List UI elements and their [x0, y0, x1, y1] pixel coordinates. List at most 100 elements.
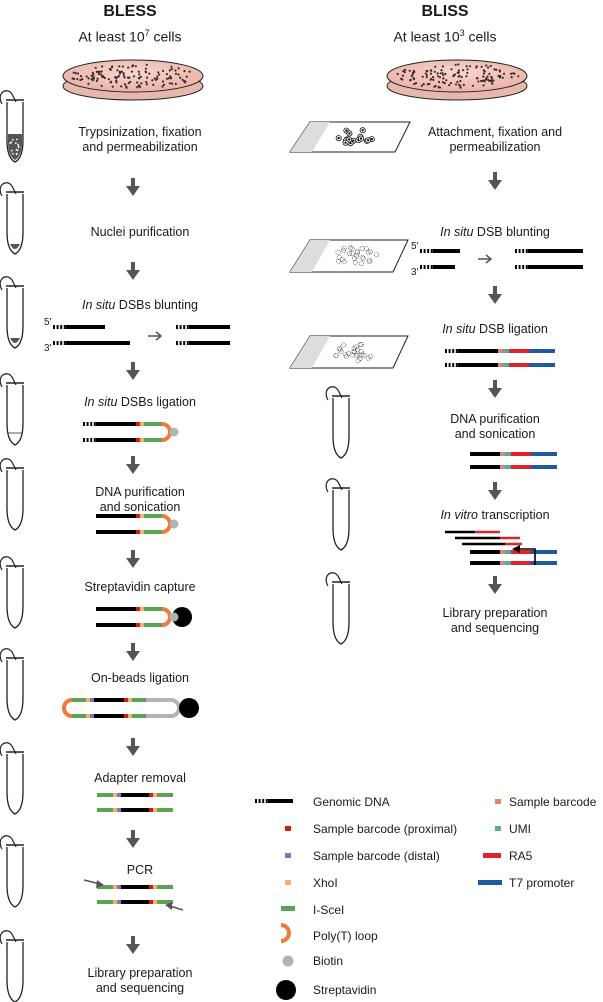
cell-dot: [429, 72, 432, 75]
cell-dot: [74, 72, 77, 75]
bliss-transcription-dna: [445, 530, 557, 565]
transcription-arrow-icon: [512, 545, 520, 553]
cell-dot: [468, 65, 472, 68]
cell-dot: [437, 75, 440, 78]
cell-dot: [498, 69, 501, 72]
legend-label-iscei: I-SceI: [313, 903, 345, 917]
cell-nucleus: [361, 129, 364, 132]
cell-dot: [438, 86, 441, 89]
cell-dot: [466, 68, 469, 71]
cell-dot: [17, 145, 20, 147]
cell-dot: [16, 149, 19, 152]
cell-dot: [168, 82, 171, 85]
cell-dot: [134, 65, 137, 68]
cell-dot: [111, 65, 114, 68]
cell-dot: [336, 346, 342, 352]
primer-arrow-icon: [169, 905, 184, 911]
cell-dot: [459, 85, 462, 88]
cell-dot: [359, 246, 365, 252]
cell-dot: [115, 79, 118, 82]
cell-dot: [436, 72, 439, 75]
legend-label-streptavidin: Streptavidin: [313, 983, 377, 997]
cell-dot: [170, 65, 173, 68]
cell-dot: [482, 84, 485, 87]
cell-dot: [498, 76, 502, 79]
cell-dot: [162, 83, 166, 86]
cell-dot: [185, 75, 188, 78]
tube-cap: [0, 930, 17, 945]
legend-swatches: [255, 799, 502, 1000]
cell-dot: [460, 75, 463, 79]
cell-dot: [116, 69, 119, 72]
bless-capture-dna: [96, 607, 192, 627]
cell-dot: [471, 84, 474, 87]
cell-nucleus: [348, 132, 351, 135]
cell-dot: [510, 76, 513, 79]
cell-dot: [76, 77, 79, 81]
cell-dot: [349, 246, 355, 252]
bless-step-onbeads: On-beads ligation: [91, 671, 189, 685]
cell-dot: [458, 74, 461, 77]
bless-title: BLESS: [103, 3, 157, 20]
cell-dot: [118, 70, 121, 74]
down-arrow-icon: [126, 738, 140, 756]
legend-swatch-biotin: [282, 955, 294, 967]
cell-dot: [92, 76, 95, 79]
cell-dot: [350, 352, 356, 358]
cell-dot: [17, 143, 19, 146]
cell-dot: [132, 75, 136, 78]
legend-swatch-barcode-distal: [285, 853, 291, 858]
cell-dot: [459, 79, 462, 83]
cell-dot: [354, 352, 360, 358]
cell-dot: [91, 71, 94, 74]
cell-dot: [136, 81, 139, 84]
tube-cap: [0, 742, 17, 757]
cell-dot: [16, 138, 18, 141]
transcription-arrow-icon: [518, 548, 536, 565]
cell-dot: [349, 251, 355, 257]
polyt-loop: [161, 514, 172, 534]
cell-dot: [497, 74, 500, 78]
streptavidin-bead: [179, 698, 199, 718]
cell-dot: [336, 258, 342, 264]
cell-dot: [409, 79, 412, 82]
cell-dot: [466, 71, 469, 74]
cell-dot: [145, 63, 148, 66]
cell-dot: [429, 69, 432, 72]
cell-dot: [425, 76, 428, 79]
tube-cap: [325, 572, 343, 587]
cell-dot: [465, 65, 468, 68]
down-arrow-icon: [488, 172, 502, 190]
cell-dot: [490, 79, 493, 82]
cell-dot: [109, 81, 112, 84]
cell-dot: [465, 75, 468, 78]
cell-dot: [92, 73, 95, 76]
cell-dot: [411, 73, 414, 76]
down-arrow-icon: [488, 286, 502, 304]
down-arrow-icon: [126, 550, 140, 568]
legend-swatch-iscei: [281, 906, 295, 911]
bliss-step-transcription: In vitro transcription: [440, 508, 550, 522]
cell-dot: [510, 72, 513, 75]
legend-label-barcode-proximal: Sample barcode (proximal): [313, 822, 458, 836]
cell-dot: [441, 72, 444, 75]
tube-cap: [325, 478, 343, 493]
cell-dot: [118, 65, 121, 68]
cell-dot: [120, 70, 123, 73]
tube-body: [6, 942, 24, 1002]
polyt-loop: [161, 422, 172, 442]
cell-dot: [488, 72, 491, 75]
cell-dot: [341, 342, 347, 348]
cell-dot: [482, 79, 486, 82]
cell-dot: [10, 149, 13, 152]
cell-dot: [486, 75, 489, 78]
cell-dot: [367, 249, 373, 255]
cell-dot: [401, 74, 405, 77]
legend-swatch-xhoi: [285, 880, 291, 885]
cell-dot: [15, 152, 18, 155]
cell-dot: [181, 78, 184, 81]
cell-dot: [111, 85, 114, 88]
down-arrow-icon: [126, 456, 140, 474]
bless-step-streptavidin: Streptavidin capture: [84, 580, 196, 594]
